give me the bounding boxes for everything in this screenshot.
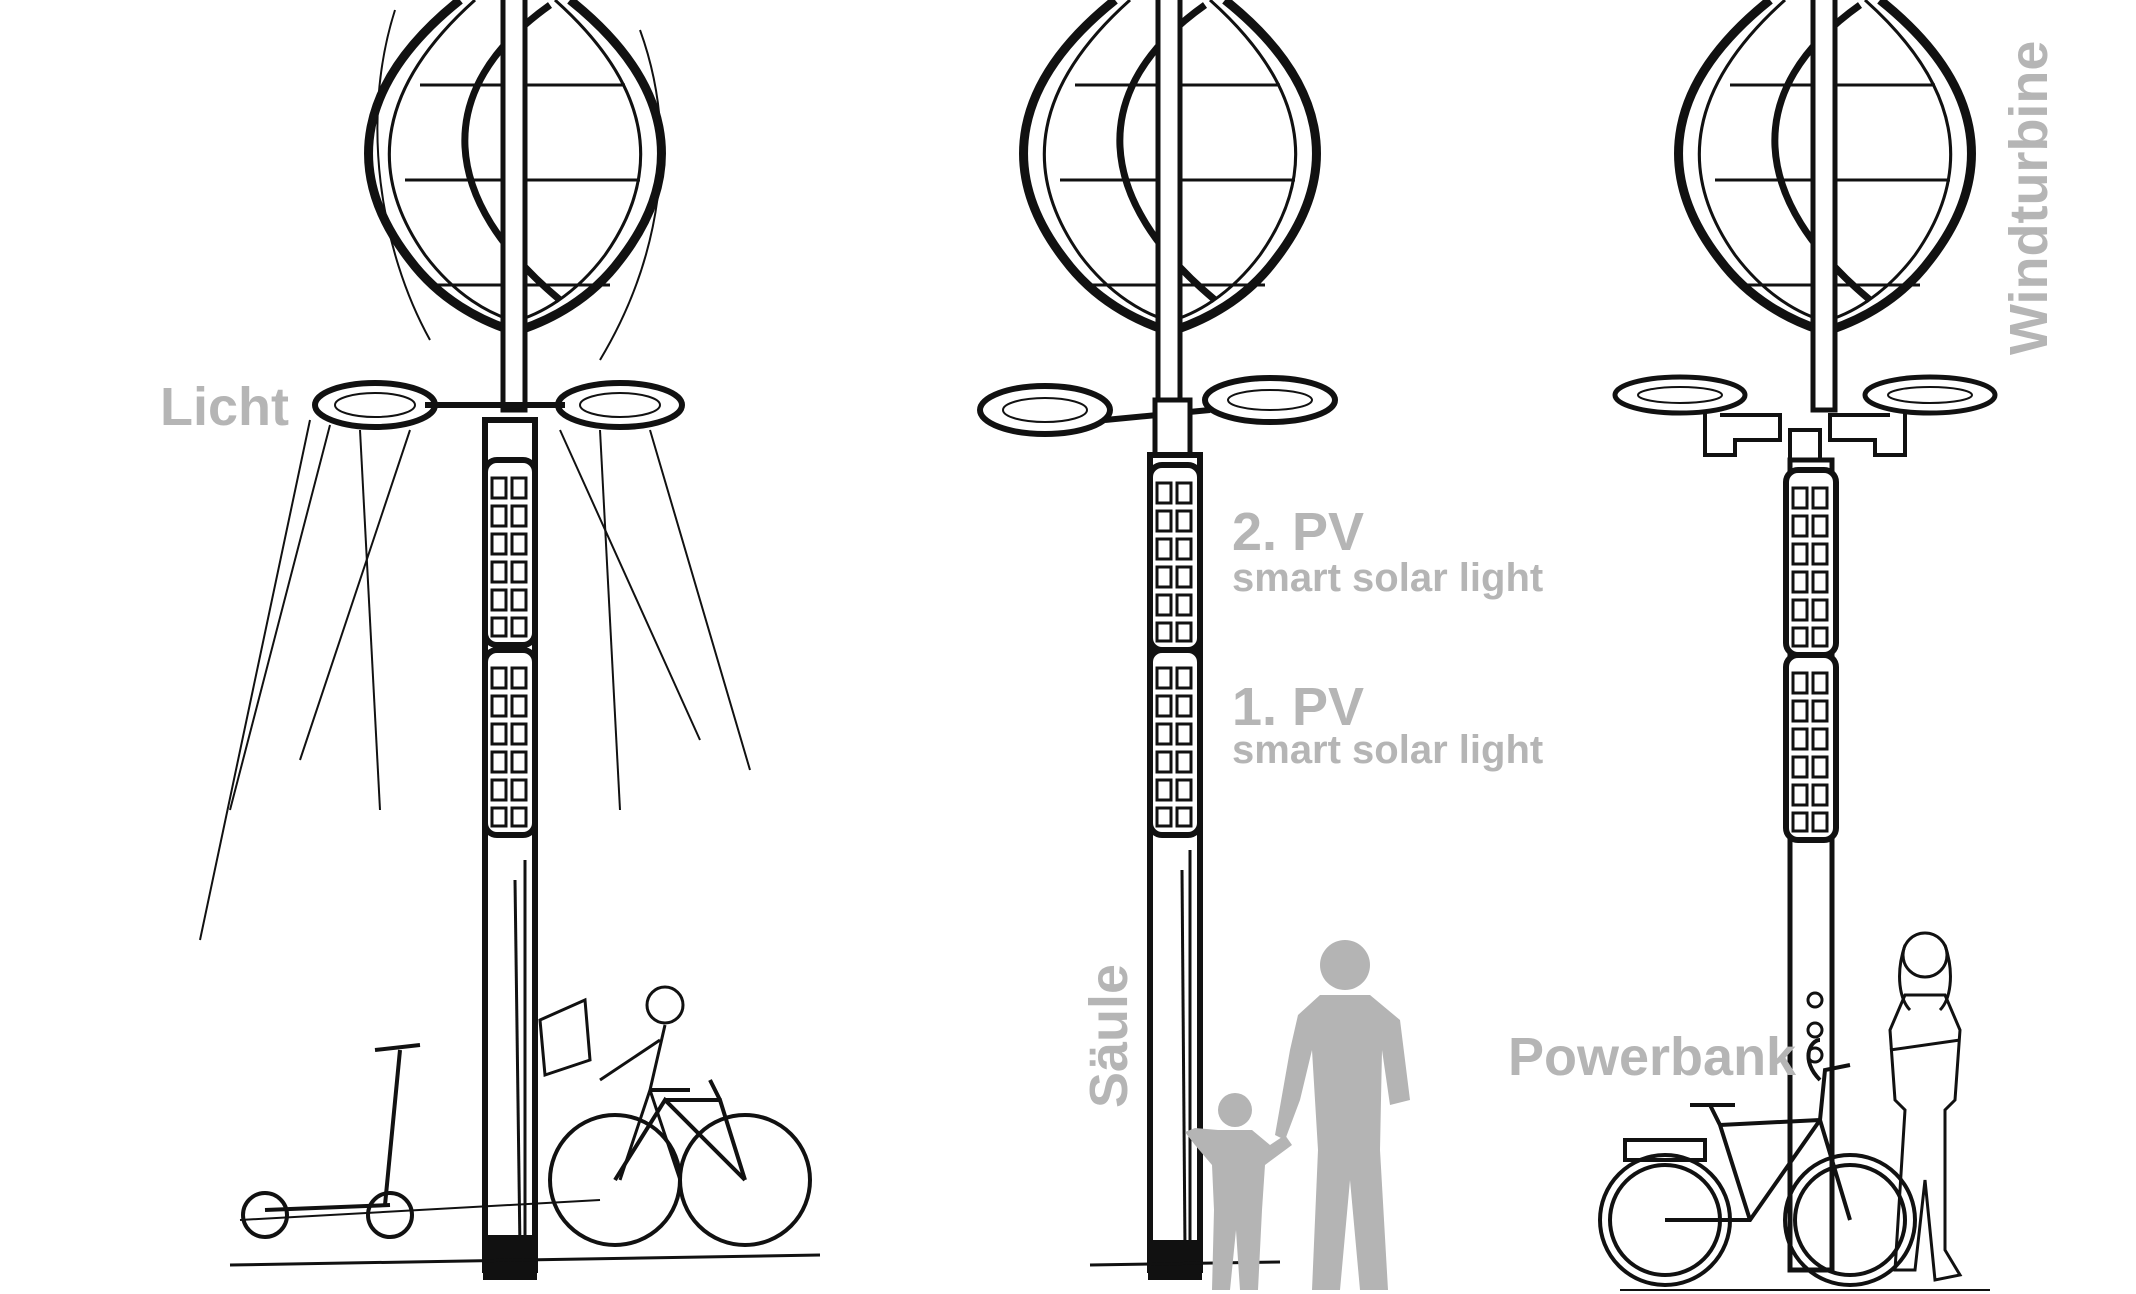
label-saeule: Säule xyxy=(1079,963,1139,1108)
label-pv1-title: 1. PV xyxy=(1232,677,1365,737)
label-pv2-title: 2. PV xyxy=(1232,502,1365,562)
pole-right xyxy=(1598,0,1998,1291)
human-figures xyxy=(1185,940,1410,1290)
pole-left xyxy=(199,0,821,1280)
label-powerbank: Powerbank xyxy=(1508,1027,1797,1087)
label-pv2-subtitle: smart solar light xyxy=(1232,556,1544,600)
label-licht: Licht xyxy=(160,377,289,437)
label-pv1-subtitle: smart solar light xyxy=(1232,728,1544,772)
label-windturbine: Windturbine xyxy=(1999,40,2059,355)
pole-middle xyxy=(977,0,1338,1280)
